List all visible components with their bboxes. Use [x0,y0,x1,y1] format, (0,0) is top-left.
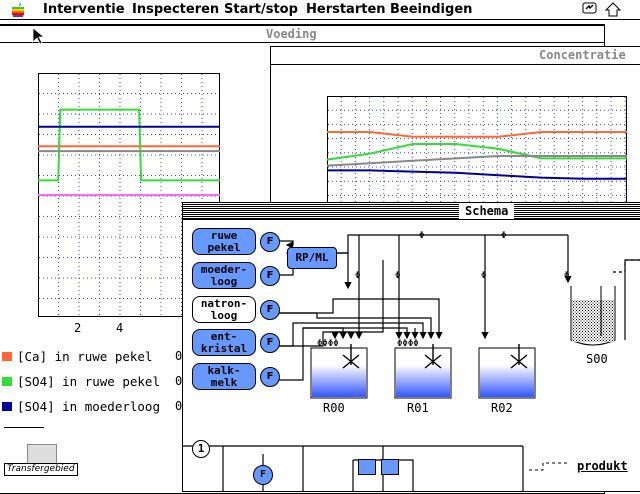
pump-3[interactable]: F [260,333,280,353]
reactor-label-r01: R01 [407,401,429,415]
legend-value: 0 [175,349,183,363]
voeding-series [38,108,220,196]
concentratie-title: Concentratie [533,48,632,63]
source-line-1: ent- [210,330,238,343]
svg-text:Φ: Φ [395,271,400,281]
bottom-valve-1[interactable] [358,459,376,475]
source-box-3[interactable]: ent-kristal [192,329,256,356]
voeding-grid [39,74,219,316]
source-line-1: natron- [200,297,248,310]
transfer-label[interactable]: Transfergebied [4,463,78,476]
source-line-1: ruwe [210,229,238,242]
apple-logo-icon[interactable] [10,2,26,18]
pump-0[interactable]: F [260,232,280,252]
transfer-folder-icon[interactable] [27,444,57,464]
menu-bar: Interventie Inspecteren Start/stop Herst… [0,0,640,20]
pump-1[interactable]: F [260,266,280,286]
schema-title-bar[interactable]: Schema [183,203,640,220]
source-line-1: moeder- [200,263,248,276]
mixer-rp-ml[interactable]: RP/ML [287,247,337,269]
voeding-title-bar[interactable]: Voeding [0,25,604,43]
legend-swatch-blue [2,402,12,411]
concentratie-chart [327,96,627,216]
source-box-2[interactable]: natron-loog [192,296,256,323]
schema-valve-marks: Φ Φ Φ Φ Φ Φ ΦΦΦΦ ΦΦΦΦ [317,231,569,349]
legend-divider [4,427,44,428]
reactor-r01 [394,344,452,399]
menu-start-stop[interactable]: Start/stop [224,2,298,17]
source-line-2: pekel [207,241,241,254]
svg-text:ΦΦΦΦ: ΦΦΦΦ [397,339,419,349]
pump-4[interactable]: F [260,367,280,387]
schema-dashed-pipes [613,259,640,273]
legend-label: [SO4] in moederloog [17,399,160,414]
menu-beeindigen[interactable]: Beeindigen [390,2,473,17]
legend-so4-ruwe-pekel: [SO4] in ruwe pekel [2,374,160,390]
voeding-x-tick-2: 2 [74,321,82,335]
bottom-valve-2[interactable] [381,459,399,475]
source-line-1: kalk- [207,364,241,377]
application-menu-icon[interactable] [605,2,621,18]
schema-title: Schema [459,204,515,219]
settler-label-s00: S00 [586,352,608,366]
concentratie-title-bar[interactable]: Concentratie [271,47,640,65]
series-line-3 [327,169,627,180]
bottom-pump[interactable]: F [253,465,273,485]
svg-text:Φ: Φ [481,271,486,281]
product-label[interactable]: produkt [577,459,628,473]
legend-swatch-green [2,377,12,386]
series-line-2 [327,155,627,167]
concentratie-series [327,131,627,180]
settler-s00 [570,286,616,346]
mouse-cursor-icon [32,27,44,45]
circle-one-marker[interactable]: 1 [192,440,210,458]
schema-diagram: Φ Φ Φ Φ Φ Φ ΦΦΦΦ ΦΦΦΦ [183,231,640,491]
pump-2[interactable]: F [260,300,280,320]
series-line-0 [327,131,627,138]
source-line-2: melk [210,376,238,389]
source-line-2: kristal [200,342,248,355]
source-box-4[interactable]: kalk-melk [192,363,256,390]
legend-swatch-orange [2,352,12,361]
menu-herstarten[interactable]: Herstarten [306,2,386,17]
reactor-r00 [310,344,368,399]
svg-text:Φ: Φ [564,271,569,281]
legend-value: 0 [175,374,183,388]
source-line-2: loog [210,275,238,288]
menu-interventie[interactable]: Interventie [43,2,125,17]
legend-so4-moederloog: [SO4] in moederloog [2,399,160,415]
legend-label: [SO4] in ruwe pekel [17,374,160,389]
svg-text:ΦΦΦΦ: ΦΦΦΦ [317,339,339,349]
reactor-label-r02: R02 [491,401,513,415]
voeding-x-tick-4: 4 [116,321,124,335]
legend-ca-ruwe-pekel: [Ca] in ruwe pekel [2,349,152,365]
source-line-2: loog [210,309,238,322]
svg-text:Φ: Φ [501,231,506,241]
legend-value: 0 [175,399,183,413]
schema-bottom-pipes [183,445,524,491]
reactor-r02 [478,344,536,399]
product-dashed-pipe [529,462,568,471]
help-balloon-icon[interactable] [582,2,598,17]
reactor-label-r00: R00 [323,401,345,415]
legend-label: [Ca] in ruwe pekel [17,349,153,364]
series-line-1 [327,143,627,161]
voeding-title: Voeding [260,27,323,42]
schema-window: Schema [182,202,640,492]
source-box-1[interactable]: moeder-loog [192,262,256,289]
menu-inspecteren[interactable]: Inspecteren [132,2,220,17]
svg-text:Φ: Φ [419,231,424,241]
schema-pipes [279,234,640,381]
series-line-1 [38,108,220,182]
svg-text:Φ: Φ [355,271,360,281]
